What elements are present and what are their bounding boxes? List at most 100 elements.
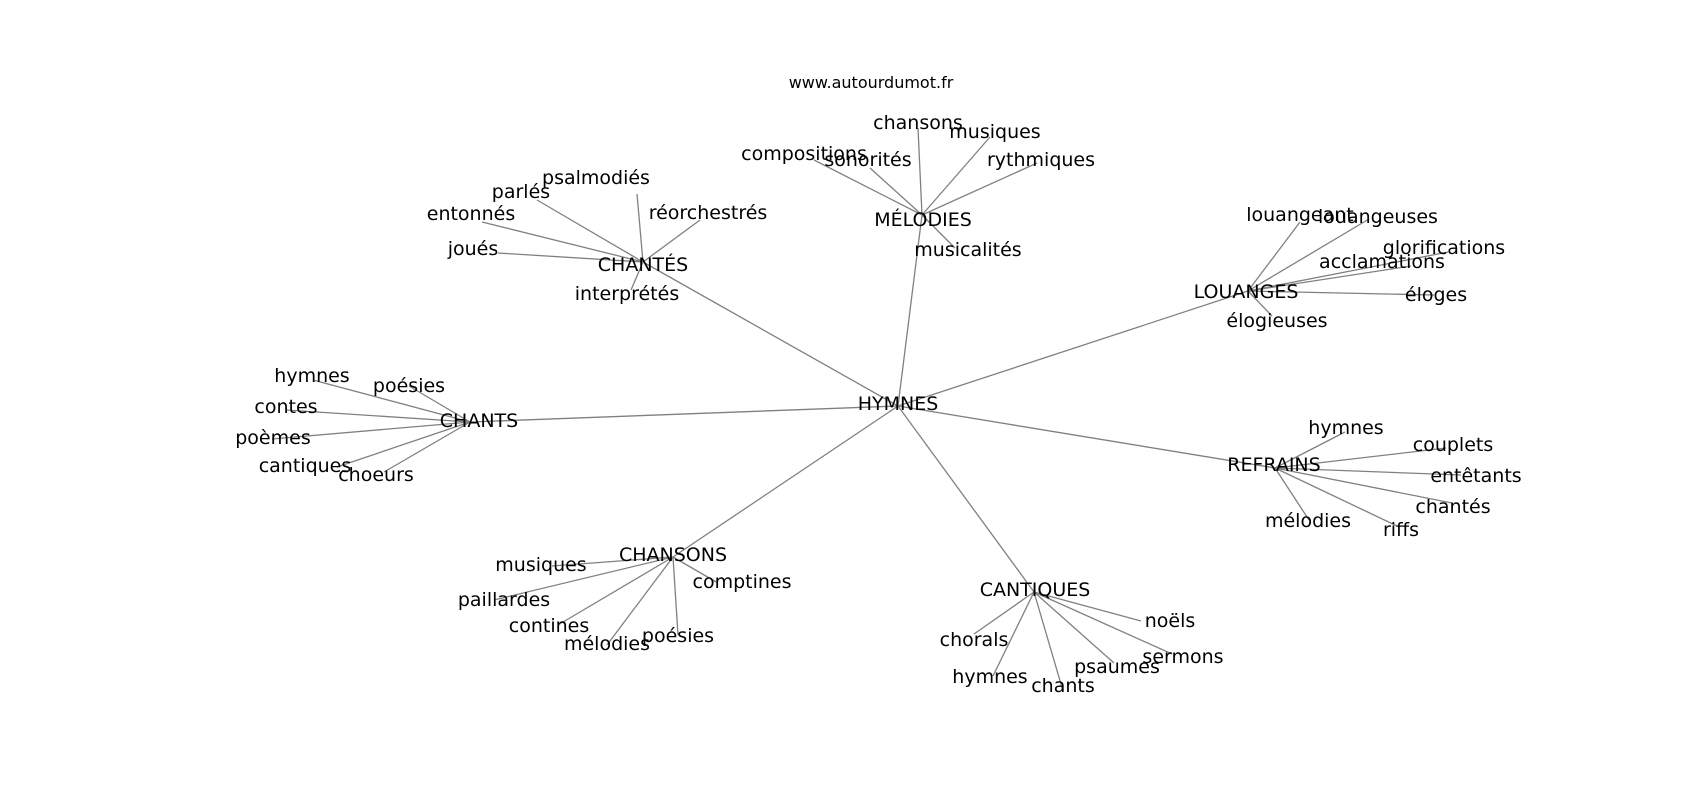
edge-louanges-4 <box>1247 290 1435 296</box>
edges <box>271 127 1462 692</box>
word-node-cantiques-1[interactable]: sermons <box>1142 646 1223 668</box>
edge-cantiques-1 <box>1033 591 1173 655</box>
word-node-chantes-5[interactable]: interprétés <box>575 283 679 305</box>
edge-melodies-4 <box>921 162 1038 216</box>
word-node-melodies-0[interactable]: chansons <box>873 112 963 134</box>
word-node-louanges-4[interactable]: éloges <box>1405 284 1467 306</box>
word-node-chants-4[interactable]: cantiques <box>259 455 352 477</box>
word-node-louanges-0[interactable]: louangeant <box>1246 204 1354 226</box>
word-node-cantiques-3[interactable]: chants <box>1031 675 1095 697</box>
edge-refrains-0 <box>1274 431 1346 469</box>
word-node-louanges-2[interactable]: glorifications <box>1383 237 1505 259</box>
word-node-chansons-0[interactable]: musiques <box>495 554 586 576</box>
group-node-chants[interactable]: CHANTS <box>440 410 518 432</box>
edge-root-melodies <box>897 214 923 407</box>
edge-chansons-4 <box>606 556 674 646</box>
word-node-chants-2[interactable]: contes <box>254 396 317 418</box>
edge-chants-1 <box>408 385 471 423</box>
edge-chants-2 <box>285 409 471 423</box>
word-node-chansons-3[interactable]: contines <box>509 615 589 637</box>
edge-melodies-2 <box>813 159 923 216</box>
edge-chantes-3 <box>497 252 644 263</box>
word-node-chansons-1[interactable]: comptines <box>693 571 792 593</box>
word-node-cantiques-2[interactable]: psaumes <box>1074 656 1160 678</box>
edge-root-chansons <box>672 405 899 558</box>
word-node-louanges-3[interactable]: acclamations <box>1319 251 1445 273</box>
group-node-chansons[interactable]: CHANSONS <box>619 544 727 566</box>
edge-chantes-2 <box>481 221 644 263</box>
edge-cantiques-3 <box>1033 591 1064 692</box>
word-node-melodies-1[interactable]: musiques <box>949 121 1040 143</box>
edge-chantes-1 <box>536 199 644 263</box>
edge-melodies-0 <box>917 127 923 216</box>
edge-cantiques-4 <box>992 591 1035 677</box>
word-node-melodies-3[interactable]: sonorités <box>824 149 911 171</box>
edge-louanges-1 <box>1247 218 1370 292</box>
edge-louanges-0 <box>1247 221 1301 292</box>
word-node-chants-1[interactable]: poésies <box>373 375 445 397</box>
edge-refrains-1 <box>1274 447 1447 469</box>
edge-melodies-3 <box>869 167 923 216</box>
edge-cantiques-0 <box>1033 591 1142 622</box>
word-node-refrains-0[interactable]: hymnes <box>1308 417 1383 439</box>
edge-chants-0 <box>312 379 471 423</box>
edge-root-louanges <box>897 290 1249 407</box>
edge-refrains-5 <box>1274 467 1310 521</box>
edge-chantes-4 <box>642 219 701 263</box>
word-node-cantiques-4[interactable]: hymnes <box>952 666 1027 688</box>
group-node-cantiques[interactable]: CANTIQUES <box>980 579 1091 601</box>
edge-root-chantes <box>642 261 899 407</box>
word-node-chants-5[interactable]: choeurs <box>338 464 414 486</box>
edge-chansons-0 <box>551 556 674 567</box>
word-node-chants-0[interactable]: hymnes <box>274 365 349 387</box>
word-node-refrains-1[interactable]: couplets <box>1413 434 1494 456</box>
edge-root-chants <box>469 405 899 423</box>
edge-refrains-4 <box>1274 467 1398 527</box>
word-node-chansons-2[interactable]: paillardes <box>458 589 550 611</box>
word-node-chants-3[interactable]: poèmes <box>235 427 310 449</box>
edge-chansons-1 <box>672 556 719 584</box>
edge-louanges-3 <box>1247 265 1412 292</box>
edge-louanges-2 <box>1247 251 1449 292</box>
word-node-cantiques-5[interactable]: chorals <box>940 629 1009 651</box>
word-node-chantes-2[interactable]: entonnés <box>427 203 515 225</box>
site-label: www.autourdumot.fr <box>789 73 954 92</box>
edge-chants-5 <box>383 421 471 473</box>
word-node-louanges-5[interactable]: élogieuses <box>1226 310 1327 332</box>
edge-chansons-5 <box>672 556 679 636</box>
group-node-louanges[interactable]: LOUANGES <box>1194 281 1299 303</box>
group-node-melodies[interactable]: MÉLODIES <box>874 208 972 231</box>
edge-chantes-5 <box>630 261 644 291</box>
group-node-refrains[interactable]: REFRAINS <box>1227 454 1320 476</box>
word-node-chantes-4[interactable]: réorchestrés <box>649 202 768 224</box>
word-node-refrains-3[interactable]: chantés <box>1415 496 1490 518</box>
edge-chansons-3 <box>557 556 674 626</box>
word-node-melodies-4[interactable]: rythmiques <box>987 149 1095 171</box>
word-node-chantes-1[interactable]: parlés <box>492 181 550 203</box>
edge-chantes-0 <box>636 193 644 263</box>
edge-melodies-5 <box>921 214 956 249</box>
edge-melodies-1 <box>921 136 991 216</box>
word-node-melodies-5[interactable]: musicalités <box>914 239 1021 261</box>
root-node[interactable]: HYMNES <box>858 393 939 415</box>
word-node-chantes-0[interactable]: psalmodiés <box>542 167 650 189</box>
edge-louanges-5 <box>1247 290 1273 317</box>
word-node-refrains-5[interactable]: mélodies <box>1265 510 1351 532</box>
group-node-chantes[interactable]: CHANTÉS <box>598 253 688 276</box>
word-node-refrains-2[interactable]: entêtants <box>1430 465 1521 487</box>
word-node-cantiques-0[interactable]: noëls <box>1145 610 1196 632</box>
word-node-chansons-5[interactable]: poésies <box>642 625 714 647</box>
edge-refrains-2 <box>1274 467 1462 476</box>
edge-chansons-2 <box>493 556 674 601</box>
edge-cantiques-2 <box>1033 591 1115 664</box>
word-node-refrains-4[interactable]: riffs <box>1383 519 1419 541</box>
word-node-louanges-1[interactable]: louangeuses <box>1318 206 1438 228</box>
edge-chants-4 <box>336 421 471 468</box>
word-node-chansons-4[interactable]: mélodies <box>564 633 650 655</box>
edge-refrains-3 <box>1274 467 1453 504</box>
word-node-melodies-2[interactable]: compositions <box>741 143 867 165</box>
word-node-chantes-3[interactable]: joués <box>447 238 499 260</box>
edge-chants-3 <box>271 421 471 440</box>
